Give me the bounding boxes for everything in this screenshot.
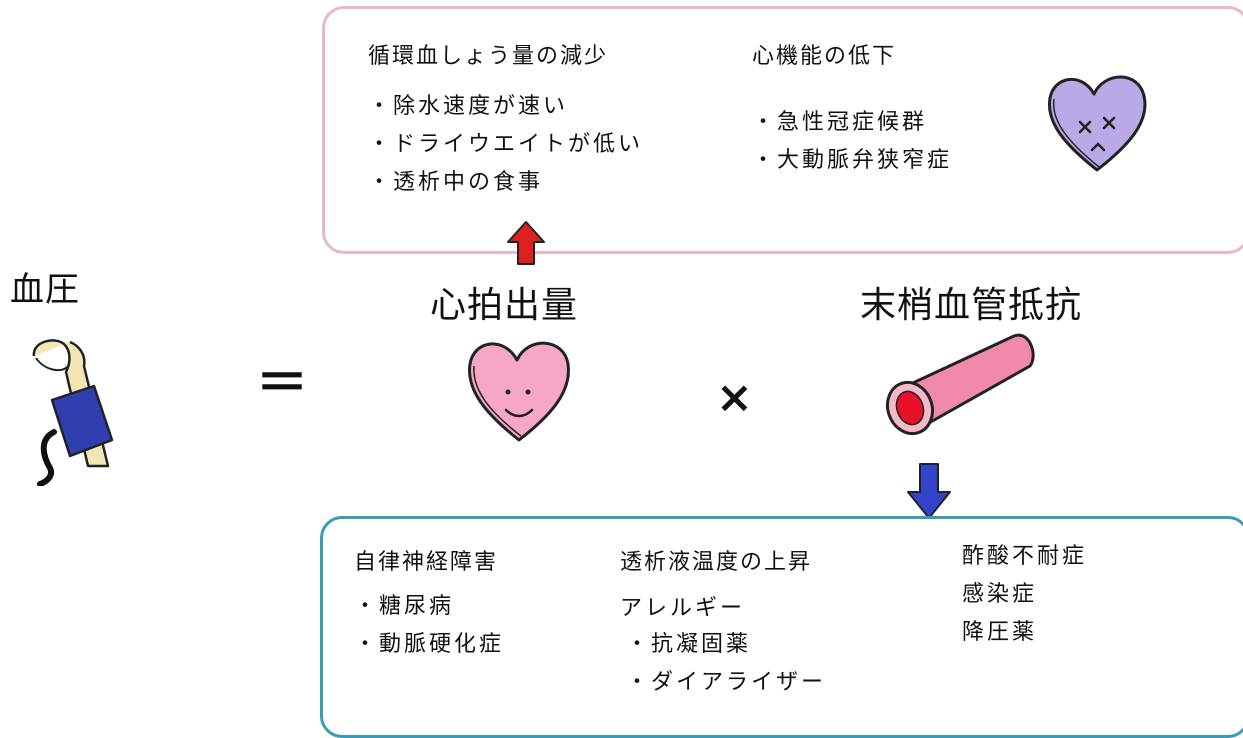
list-plasma-causes: ・除水速度が速い ・ドライウエイトが低い ・透析中の食事 bbox=[368, 88, 643, 202]
peripheral-resistance-label: 末梢血管抵抗 bbox=[860, 285, 1083, 326]
up-arrow-icon bbox=[507, 221, 545, 265]
list-item: ・ドライウエイトが低い bbox=[368, 132, 644, 157]
list-item: ・急性冠症候群 bbox=[752, 110, 928, 135]
list-autonomic-causes: ・糖尿病 ・動脈硬化症 bbox=[354, 588, 504, 664]
sad-heart-icon bbox=[1047, 75, 1147, 172]
cardiac-output-label: 心拍出量 bbox=[430, 285, 579, 326]
peripheral-resistance-causes-box bbox=[320, 516, 1243, 738]
list-item: ・透析中の食事 bbox=[368, 170, 544, 195]
list-item: ・動脈硬化症 bbox=[354, 632, 505, 657]
subheading-allergy: アレルギー bbox=[620, 596, 746, 621]
blood-pressure-label: 血圧 bbox=[10, 270, 80, 310]
blood-vessel-icon bbox=[885, 333, 1035, 436]
list-item: ・ダイアライザー bbox=[626, 670, 827, 695]
heading-dialysate-temperature: 透析液温度の上昇 bbox=[620, 550, 813, 575]
list-item: ・除水速度が速い bbox=[368, 94, 569, 119]
smiling-heart-icon bbox=[468, 341, 570, 442]
list-item: 酢酸不耐症 bbox=[962, 544, 1088, 569]
arm-cuff-icon bbox=[32, 339, 114, 486]
heading-circulating-plasma-decrease: 循環血しょう量の減少 bbox=[368, 44, 609, 69]
list-item: ・糖尿病 bbox=[354, 594, 455, 619]
list-item: 降圧薬 bbox=[962, 620, 1038, 645]
list-cardiac-causes: ・急性冠症候群 ・大動脈弁狭窄症 bbox=[752, 104, 952, 180]
equals-sign: ＝ bbox=[256, 354, 309, 414]
multiply-sign: × bbox=[716, 372, 753, 423]
list-item: 感染症 bbox=[962, 582, 1038, 607]
down-arrow-icon bbox=[907, 463, 951, 519]
heading-cardiac-function-decline: 心機能の低下 bbox=[752, 44, 897, 69]
list-item: ・大動脈弁狭窄症 bbox=[752, 148, 953, 173]
heading-autonomic-neuropathy: 自律神経障害 bbox=[354, 550, 499, 575]
list-other-causes: 酢酸不耐症 感染症 降圧薬 bbox=[962, 538, 1087, 652]
list-allergy-causes: ・抗凝固薬 ・ダイアライザー bbox=[626, 626, 826, 702]
list-item: ・抗凝固薬 bbox=[626, 632, 752, 657]
